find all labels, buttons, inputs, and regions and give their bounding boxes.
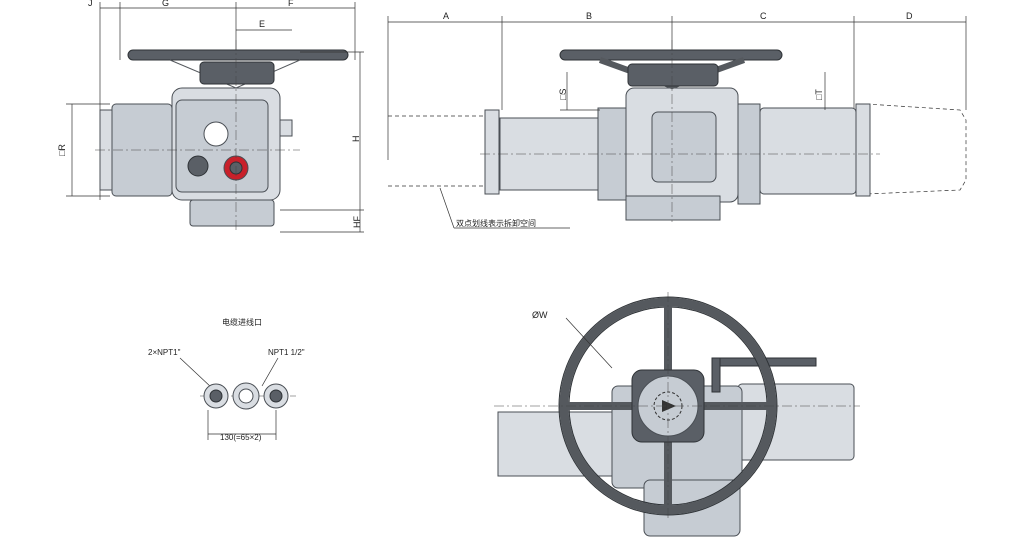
dim-label-t: □T <box>814 89 824 100</box>
base-flange <box>189 199 275 227</box>
port-right-label: NPT1 1/2" <box>268 348 305 357</box>
dim-label-c: C <box>760 11 767 21</box>
dim-label-w: ØW <box>532 310 548 320</box>
dim-label-hf: HF <box>352 216 362 228</box>
motor-cylinder-right <box>759 107 857 195</box>
port-left-label: 2×NPT1" <box>148 348 181 357</box>
dim-label-b: B <box>586 11 592 21</box>
knob-black <box>187 155 209 177</box>
dim-label-e: E <box>259 19 265 29</box>
port-spacing-label: 130(=65×2) <box>220 433 262 442</box>
dim-label-h: H <box>351 136 361 143</box>
handwheel-side <box>127 49 349 61</box>
front-view: A B C D □S □T 双点划线表示拆卸空间 <box>387 11 967 229</box>
note-dismantle-space: 双点划线表示拆卸空间 <box>456 218 536 228</box>
top-view: ØW <box>494 292 860 537</box>
handwheel-front <box>559 49 783 61</box>
dim-label-a: A <box>443 11 449 21</box>
top-motor-right <box>737 383 855 461</box>
cable-entry-title: 电缆进线口 <box>222 317 262 327</box>
dim-label-s: □S <box>558 89 568 100</box>
dim-label-g: G <box>162 0 169 8</box>
dim-label-d: D <box>906 11 913 21</box>
side-view: J G F E □R H HF <box>57 0 364 233</box>
dim-label-f: F <box>288 0 294 8</box>
dim-label-j: J <box>88 0 93 8</box>
dim-label-r: □R <box>57 144 67 156</box>
cable-entry-view: 电缆进线口 2×NPT1" NPT1 1/2" 130(=65×2) <box>148 317 305 442</box>
window-port <box>203 121 229 147</box>
